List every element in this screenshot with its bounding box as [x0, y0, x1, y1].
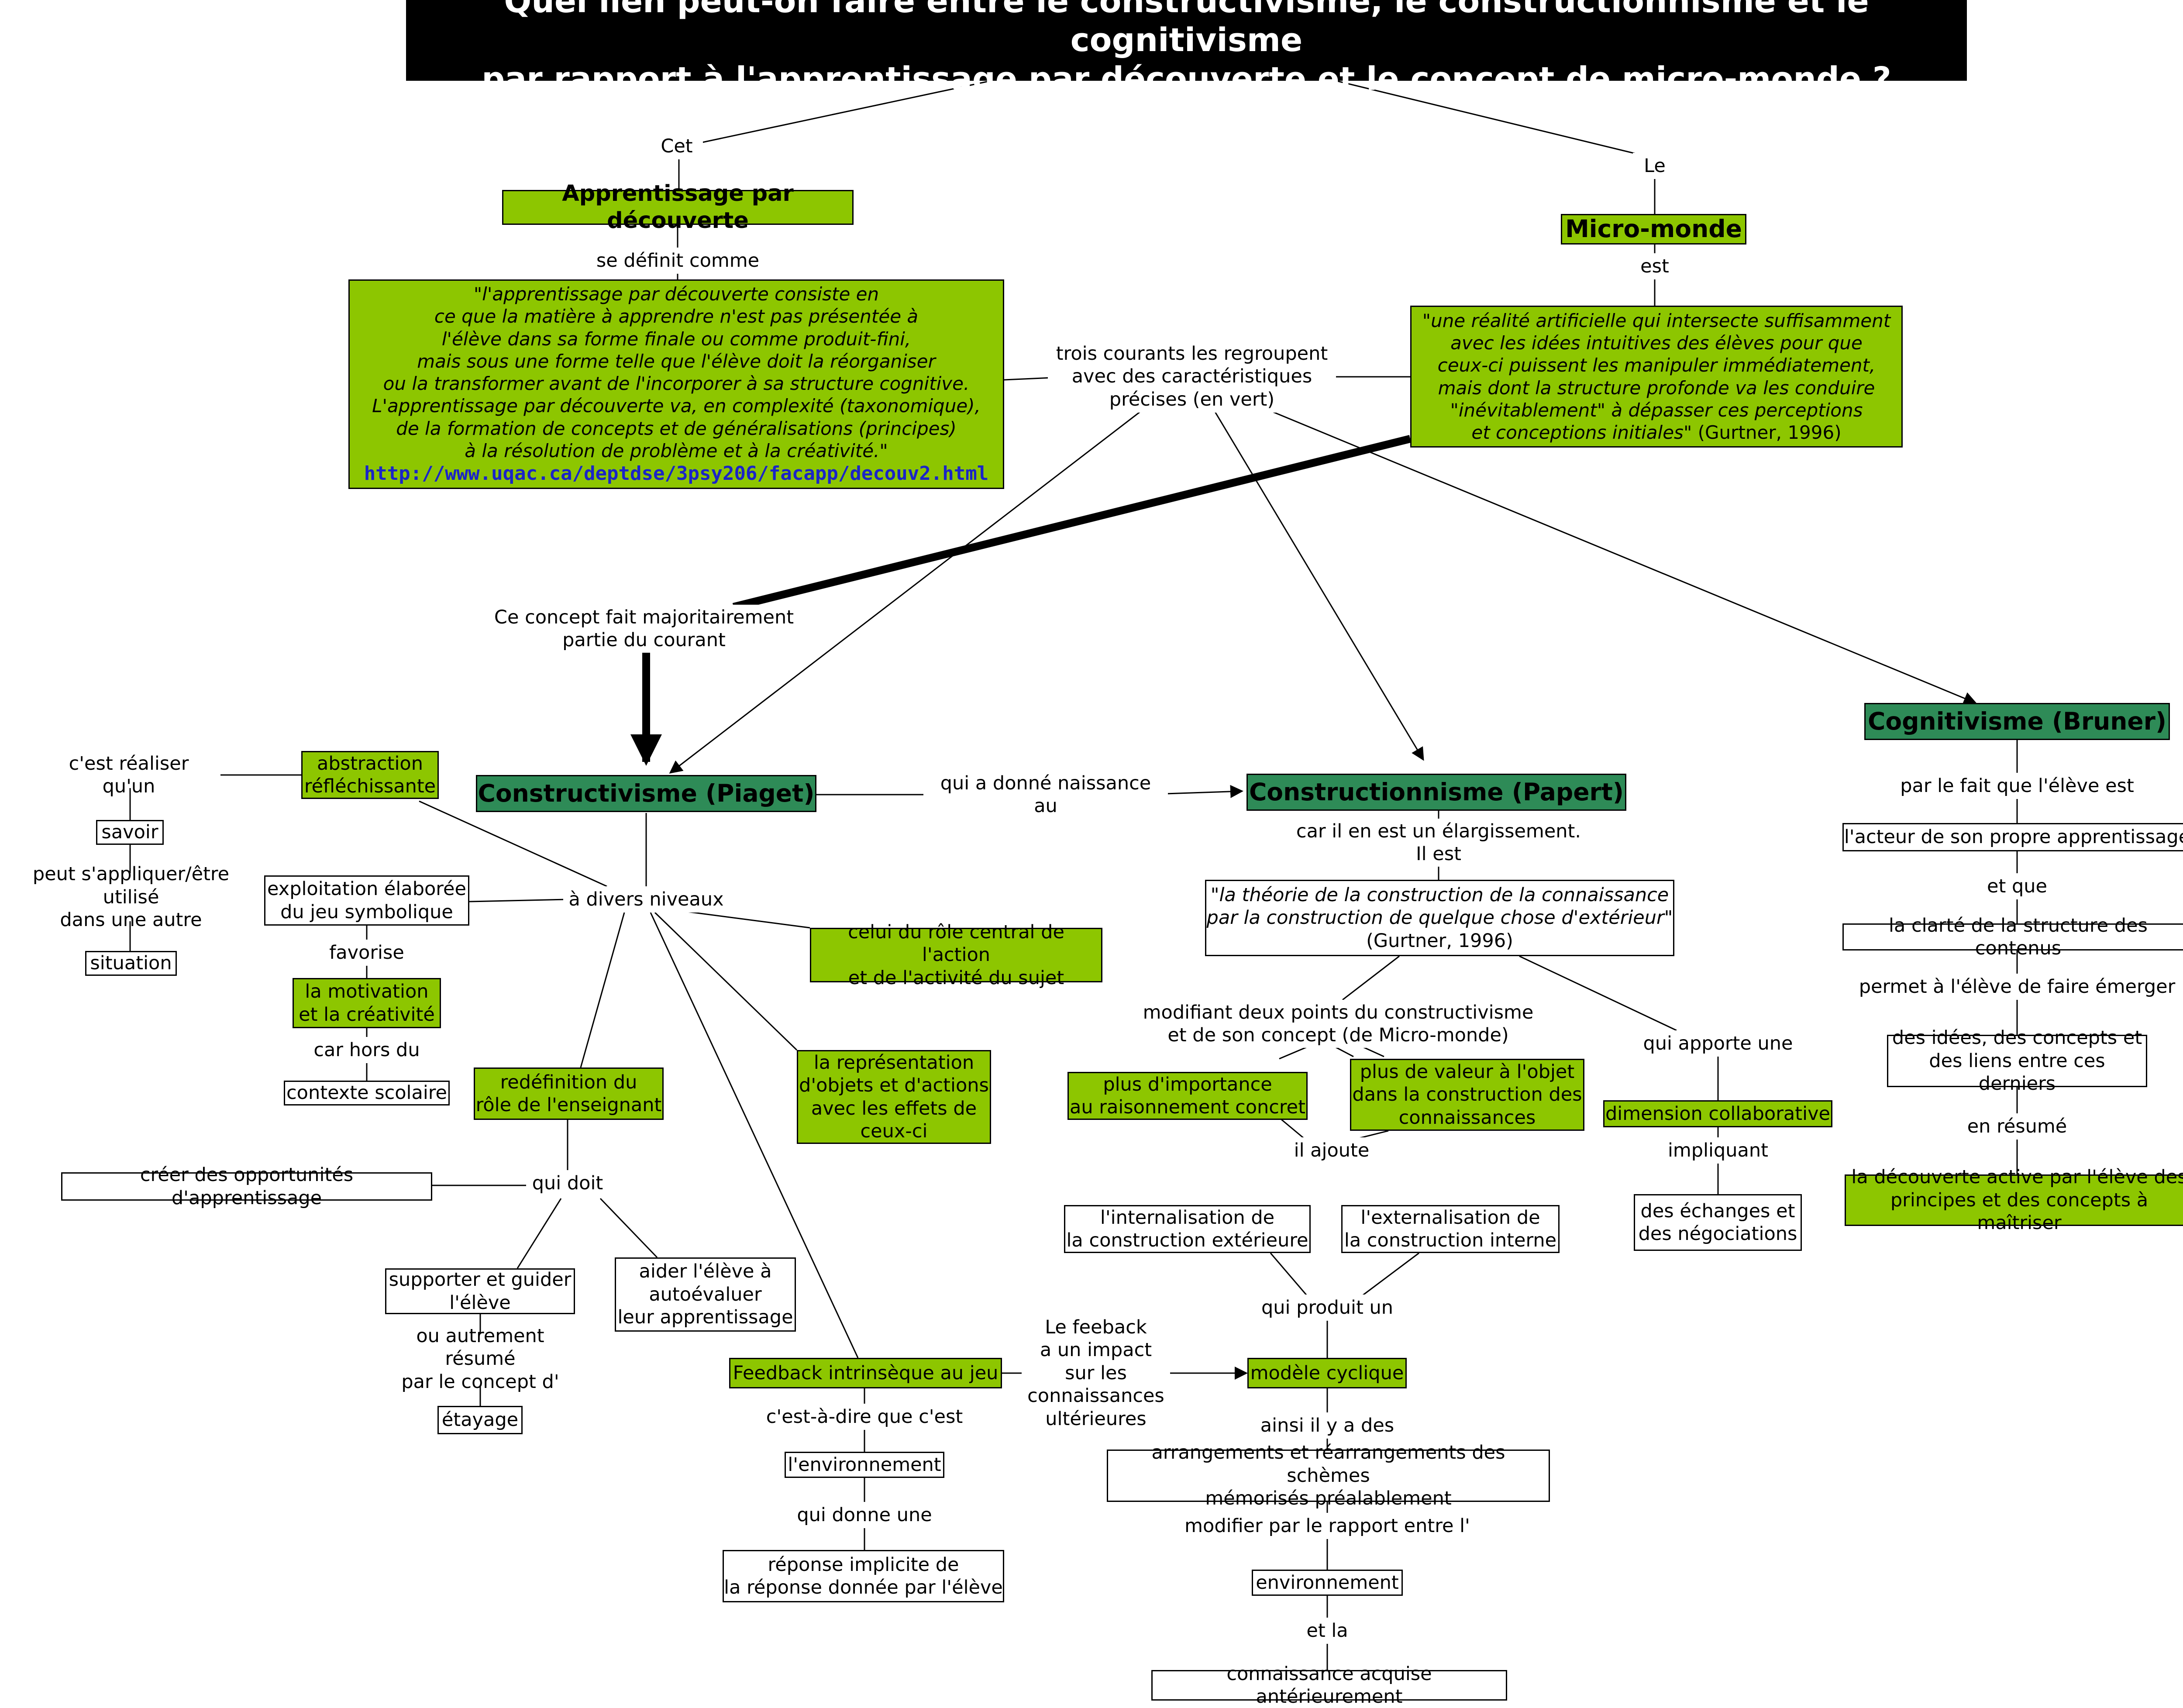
theorie-ref: (Gurtner, 1996) [1366, 930, 1513, 952]
node-constructivisme: Constructivisme (Piaget) [476, 775, 816, 812]
label-cest-realiser: c'est réaliser qu'un [37, 753, 220, 797]
label-ou-autrement: ou autrement résumé par le concept d' [375, 1325, 585, 1393]
label-qui-apporte: qui apporte une [1631, 1030, 1805, 1057]
theorie-quote: "la théorie de la construction de la con… [1206, 884, 1673, 929]
label-par-le-fait: par le fait que l'élève est [1890, 773, 2144, 799]
label-et-que: et que [1973, 873, 2061, 899]
node-decouverte-active: la découverte active par l'élève des pri… [1845, 1166, 2183, 1234]
label-favorise: favorise [323, 940, 410, 966]
label-impliquant: impliquant [1659, 1137, 1777, 1164]
node-exploitation: exploitation élaborée du jeu symbolique [264, 875, 469, 926]
node-arrangements: arrangements et réarrangements des schèm… [1107, 1442, 1550, 1509]
definition-micro-monde-text: "une réalité artificielle qui intersecte… [1422, 310, 1890, 444]
node-definition-micro-monde: "une réalité artificielle qui intersecte… [1410, 306, 1903, 448]
node-definition-apprentissage: "l'apprentissage par découverte consiste… [348, 279, 1004, 489]
label-car-hors: car hors du [306, 1037, 428, 1063]
node-situation: situation [85, 951, 177, 976]
node-micro-monde: Micro-monde [1561, 214, 1746, 244]
label-trois-courants: trois courants les regroupent avec des c… [1048, 341, 1336, 413]
label-cet: Cet [651, 133, 703, 159]
node-connaissance-anterieure: connaissance acquise antérieurement [1151, 1663, 1507, 1708]
node-echanges: des échanges et des négociations [1634, 1194, 1802, 1251]
node-representation: la représentation d'objets et d'actions … [797, 1050, 991, 1144]
node-feedback: Feedback intrinsèque au jeu [729, 1358, 1002, 1388]
definition-micro-monde-quote: "une réalité artificielle qui intersecte… [1422, 310, 1891, 443]
label-et-la: et la [1292, 1618, 1362, 1644]
definition-apprentissage-text: "l'apprentissage par découverte consiste… [372, 283, 981, 461]
node-reponse-implicite: réponse implicite de la réponse donnée p… [723, 1550, 1004, 1602]
label-qui-donne: qui donne une [790, 1502, 939, 1528]
definition-micro-monde-ref: (Gurtner, 1996) [1692, 421, 1842, 443]
label-qui-produit: qui produit un [1251, 1295, 1404, 1321]
node-acteur: l'acteur de son propre apprentissage [1842, 823, 2183, 851]
node-apprentissage-par-decouverte: Apprentissage par découverte [502, 181, 854, 234]
label-a-divers: à divers niveaux [563, 886, 729, 913]
label-car-il-en-est: car il en est un élargissement. Il est [1290, 819, 1587, 867]
node-contexte-scolaire: contexte scolaire [284, 1081, 450, 1105]
node-plus-valeur: plus de valeur à l'objet dans la constru… [1350, 1059, 1584, 1131]
label-ainsi-il-y: ainsi il y a des [1251, 1412, 1404, 1439]
label-se-definit: se définit comme [585, 248, 771, 274]
label-ce-concept: Ce concept fait majoritairement partie d… [485, 605, 803, 653]
node-environnement-2: environnement [1252, 1570, 1403, 1596]
label-qui-a-donne: qui a donné naissance au [923, 772, 1168, 817]
label-permet: permet à l'élève de faire émerger [1851, 974, 2183, 1000]
node-clarte: la clarté de la structure des contenus [1842, 915, 2183, 959]
label-en-resume: en résumé [1956, 1113, 2078, 1140]
node-plus-importance: plus d'importance au raisonnement concre… [1067, 1072, 1308, 1120]
definition-apprentissage-url[interactable]: http://www.uqac.ca/deptdse/3psy206/facap… [364, 462, 989, 485]
node-externalisation: l'externalisation de la construction int… [1341, 1205, 1560, 1253]
label-peut-sappliquer: peut s'appliquer/être utilisé dans une a… [0, 863, 262, 931]
node-aider: aider l'élève à autoévaluer leur apprent… [615, 1257, 796, 1332]
node-theorie: "la théorie de la construction de la con… [1205, 880, 1674, 956]
node-abstraction: abstraction réfléchissante [301, 751, 439, 799]
node-constructionnisme: Constructionnisme (Papert) [1246, 774, 1626, 811]
node-modele-cyclique: modèle cyclique [1247, 1358, 1407, 1388]
node-role-central: celui du rôle central de l'action et de … [810, 921, 1102, 989]
page-title: Quel lien peut-on faire entre le constru… [406, 0, 1967, 98]
label-le: Le [1633, 153, 1677, 179]
node-cognitivisme: Cognitivisme (Bruner) [1864, 703, 2170, 740]
node-supporter: supporter et guider l'élève [385, 1268, 575, 1314]
node-environnement-1: l'environnement [785, 1452, 944, 1478]
label-le-feedback: Le feeback a un impact sur les connaissa… [1022, 1314, 1170, 1432]
node-creer-opportunites: créer des opportunités d'apprentissage [61, 1164, 432, 1209]
label-il-ajoute: il ajoute [1286, 1137, 1377, 1164]
node-internalisation: l'internalisation de la construction ext… [1064, 1205, 1311, 1253]
node-motivation: la motivation et la créativité [293, 978, 441, 1028]
label-cest-a-dire: c'est-à-dire que c'est [758, 1404, 971, 1430]
node-idees: des idées, des concepts et des liens ent… [1887, 1027, 2147, 1095]
node-savoir: savoir [96, 820, 164, 845]
label-modifiant: modifiant deux points du constructivisme… [1135, 1000, 1541, 1048]
label-modifier-par: modifier par le rapport entre l' [1179, 1513, 1476, 1539]
node-dimension-collaborative: dimension collaborative [1603, 1100, 1832, 1127]
label-est: est [1633, 253, 1677, 279]
node-redefinition: redéfinition du rôle de l'enseignant [474, 1068, 664, 1120]
label-qui-doit: qui doit [526, 1170, 609, 1196]
node-etayage: étayage [437, 1406, 523, 1434]
